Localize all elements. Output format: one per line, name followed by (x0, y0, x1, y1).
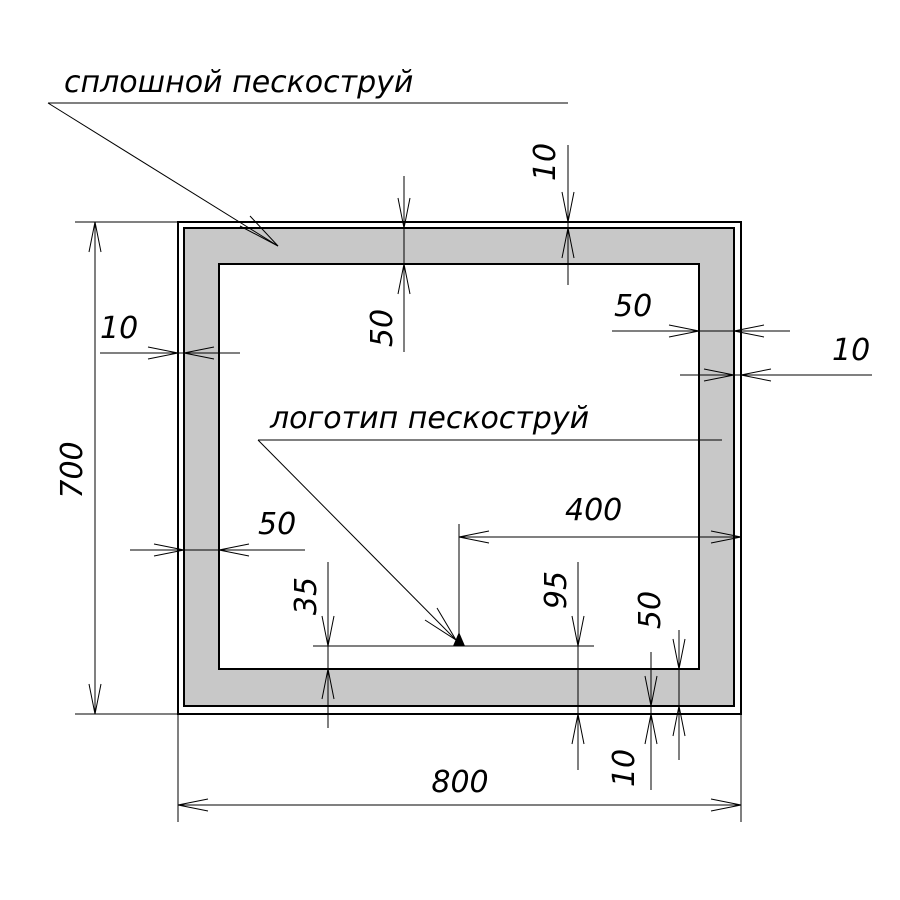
dim-right-gap: 10 (832, 333, 870, 368)
dim-width: 800 (431, 765, 488, 800)
dim-height: 700 (55, 441, 90, 498)
dim-bottom-gap: 10 (607, 749, 642, 787)
dim-logo-95: 95 (539, 571, 574, 609)
dim-bottom-band: 50 (633, 591, 668, 629)
dim-right-band: 50 (614, 289, 652, 324)
dim-top-gap: 10 (528, 143, 563, 181)
dim-logo-35: 35 (289, 577, 324, 615)
label-logo-sandblast: логотип пескоструй (269, 401, 589, 436)
dim-left-band: 50 (258, 507, 296, 542)
label-solid-sandblast: сплошной пескоструй (64, 65, 413, 100)
logo-mark (453, 632, 465, 646)
dim-top-band: 50 (365, 309, 400, 347)
dim-left-gap: 10 (100, 311, 138, 346)
dim-logo-offset: 400 (565, 493, 622, 528)
